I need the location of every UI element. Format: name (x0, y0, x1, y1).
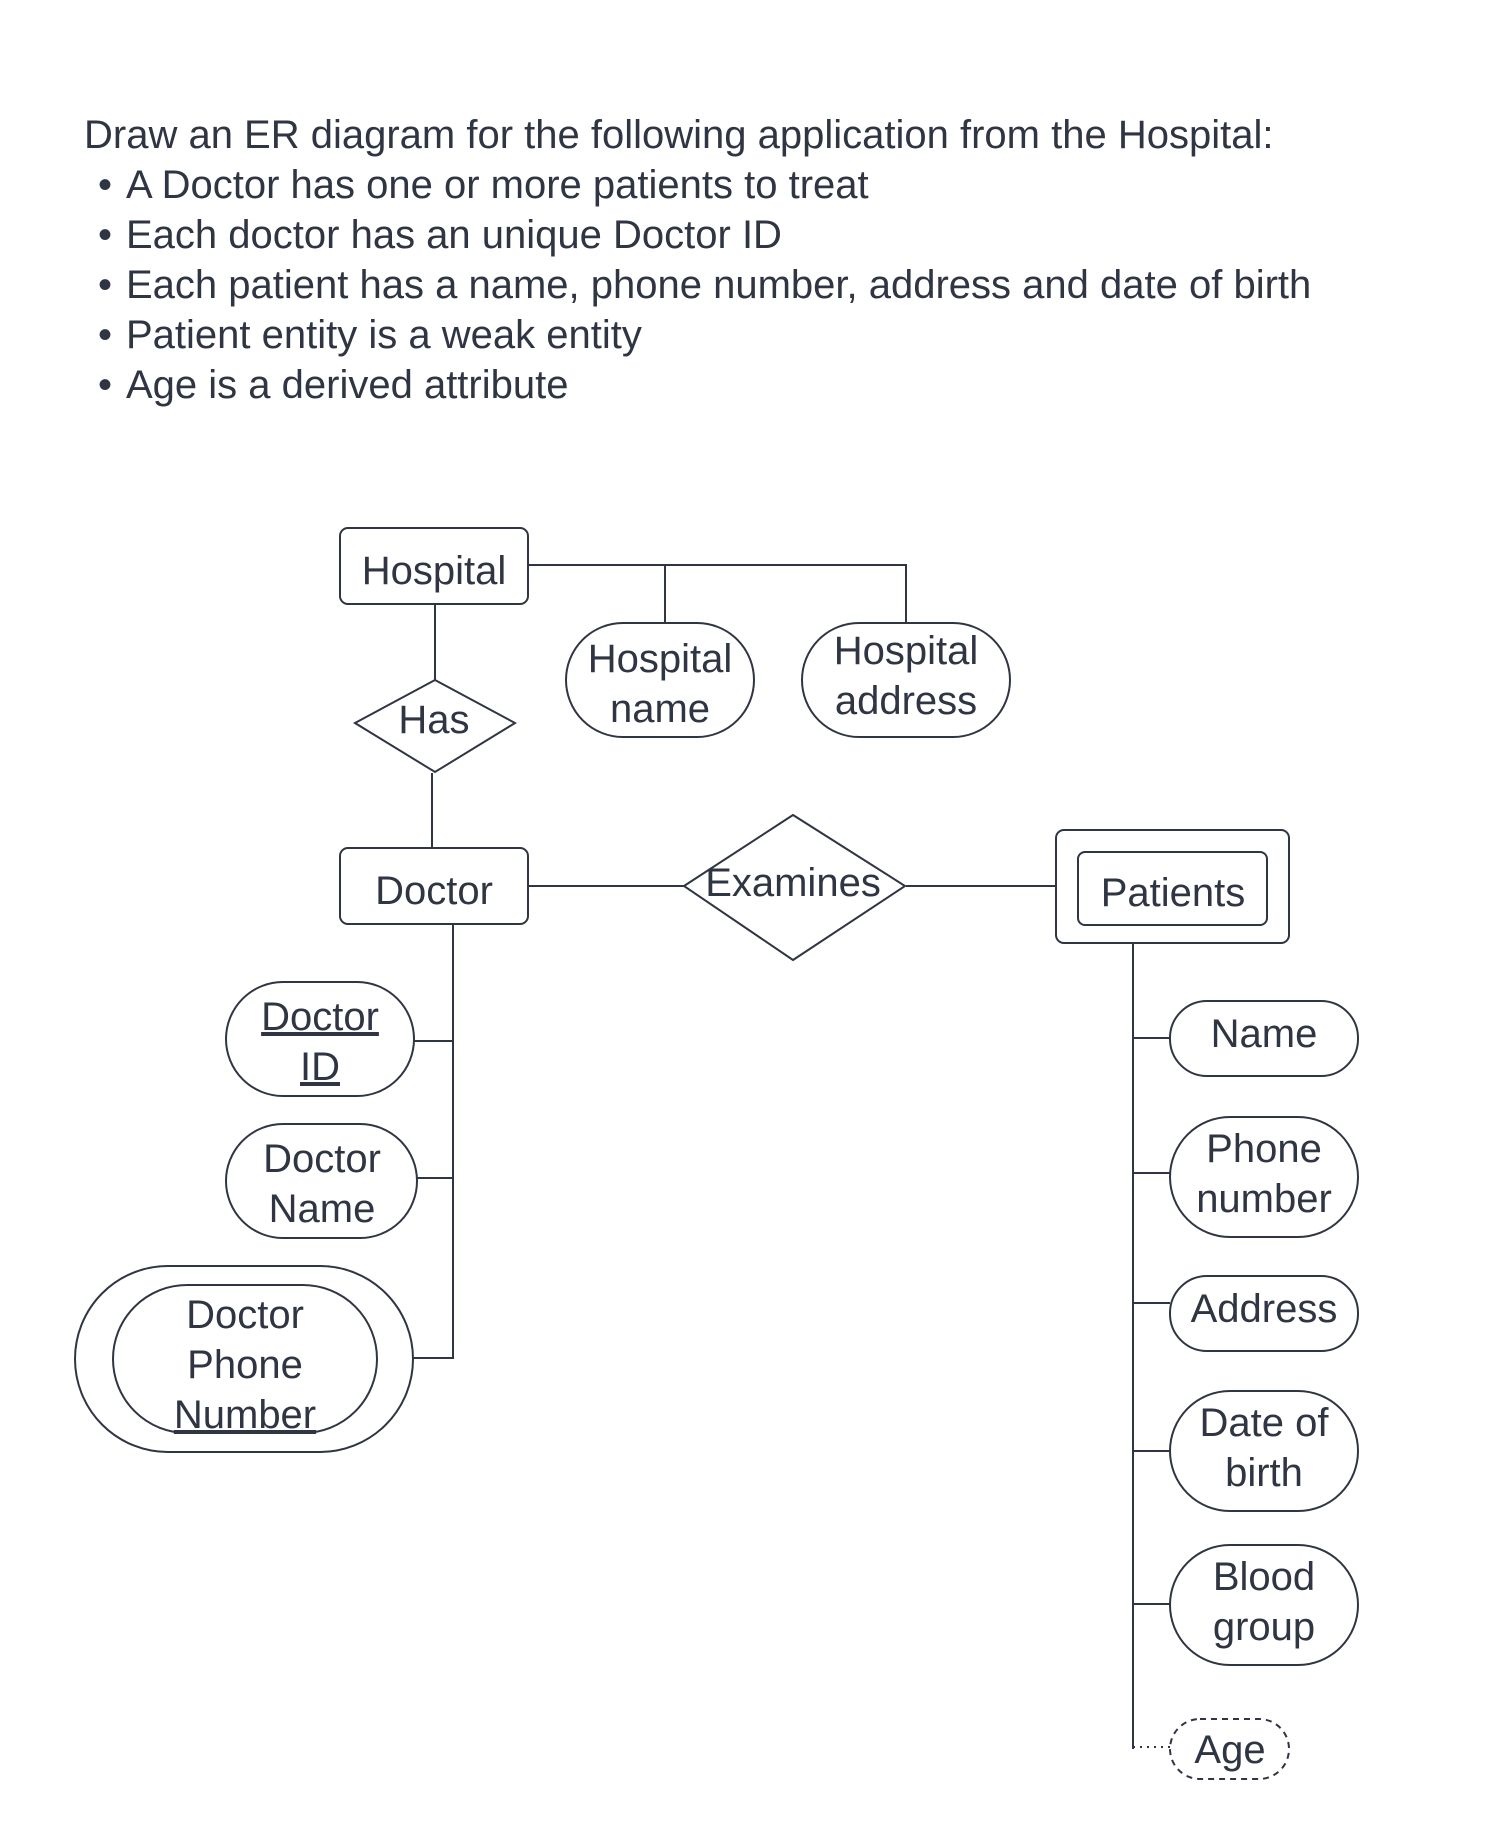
attribute-label-line: Phone (1206, 1127, 1322, 1171)
attribute-label-line: number (1196, 1177, 1332, 1221)
attribute-doctor-id[interactable]: Doctor ID (225, 981, 415, 1097)
attribute-patient-address[interactable]: Address (1169, 1275, 1359, 1352)
entity-box (339, 847, 529, 925)
requirement-item: A Doctor has one or more patients to tre… (98, 160, 1464, 210)
relationship-label: Examines (705, 861, 881, 905)
attribute-patient-phone[interactable]: Phone number (1169, 1116, 1359, 1238)
entity-label: Hospital (362, 549, 507, 593)
requirement-item: Each patient has a name, phone number, a… (98, 260, 1464, 310)
key-attribute-label-line: ID (300, 1045, 340, 1089)
attribute-ellipse (801, 622, 1011, 738)
attribute-label-line: name (610, 687, 710, 731)
relationship-diamond (352, 678, 518, 774)
weak-entity-patients[interactable]: Patients (1055, 829, 1290, 944)
attribute-ellipse (225, 1123, 418, 1239)
entity-hospital[interactable]: Hospital (339, 527, 529, 605)
attribute-ellipse (225, 981, 415, 1097)
requirement-item: Each doctor has an unique Doctor ID (98, 210, 1464, 260)
attribute-label-line: Name (1211, 1012, 1318, 1056)
relationship-examines[interactable]: Examines (682, 813, 907, 962)
attribute-label-line: Doctor (263, 1137, 381, 1181)
attribute-ellipse (1169, 1000, 1359, 1077)
doctor-attribute-trunk (412, 924, 454, 1359)
requirement-item: Patient entity is a weak entity (98, 310, 1464, 360)
requirements-list: A Doctor has one or more patients to tre… (84, 160, 1464, 410)
requirement-item: Age is a derived attribute (98, 360, 1464, 410)
prompt-heading: Draw an ER diagram for the following app… (84, 113, 1274, 157)
attribute-patient-name[interactable]: Name (1169, 1000, 1359, 1077)
attribute-label-line: Doctor (186, 1293, 304, 1337)
entity-label: Doctor (375, 869, 493, 913)
derived-attribute-ellipse (1169, 1718, 1290, 1780)
attribute-ellipse (1169, 1116, 1359, 1238)
attribute-patient-blood-group[interactable]: Blood group (1169, 1544, 1359, 1666)
attribute-hospital-address[interactable]: Hospital address (801, 622, 1011, 738)
relationship-has[interactable]: Has (352, 678, 518, 774)
hospital-attribute-connector (526, 564, 907, 622)
attribute-label-line: Address (1191, 1287, 1338, 1331)
relationship-diamond (682, 813, 907, 962)
attribute-ellipse (1169, 1390, 1359, 1512)
attribute-ellipse (1169, 1544, 1359, 1666)
attribute-ellipse (565, 622, 755, 738)
key-attribute-label-line: Doctor (261, 995, 379, 1039)
entity-doctor[interactable]: Doctor (339, 847, 529, 925)
attribute-label-line: address (835, 679, 977, 723)
attribute-label-line: birth (1225, 1451, 1303, 1495)
entity-box (339, 527, 529, 605)
attribute-label-line: Phone (187, 1343, 303, 1387)
attribute-label-line: Name (269, 1187, 376, 1231)
attribute-doctor-name[interactable]: Doctor Name (225, 1123, 418, 1239)
attribute-label-line: Blood (1213, 1555, 1315, 1599)
relationship-label: Has (398, 698, 469, 742)
attribute-label-line: Date of (1200, 1401, 1330, 1445)
connectors (412, 564, 1170, 1749)
attribute-label-line: Hospital (834, 629, 979, 673)
derived-attribute-patient-age[interactable]: Age (1169, 1718, 1290, 1780)
attribute-hospital-name[interactable]: Hospital name (565, 622, 755, 738)
attribute-label-line: group (1213, 1605, 1315, 1649)
entity-label: Patients (1101, 871, 1246, 915)
attribute-label-line: Number (174, 1393, 316, 1437)
multivalued-inner-ellipse (112, 1284, 378, 1434)
attribute-patient-dob[interactable]: Date of birth (1169, 1390, 1359, 1512)
attribute-ellipse (1169, 1275, 1359, 1352)
attribute-label-line: Age (1194, 1728, 1265, 1772)
weak-entity-inner-box (1077, 851, 1268, 926)
multivalued-attribute-doctor-phone[interactable]: Doctor Phone Number (74, 1265, 414, 1453)
attribute-label-line: Hospital (588, 637, 733, 681)
assignment-prompt: Draw an ER diagram for the following app… (84, 110, 1464, 410)
